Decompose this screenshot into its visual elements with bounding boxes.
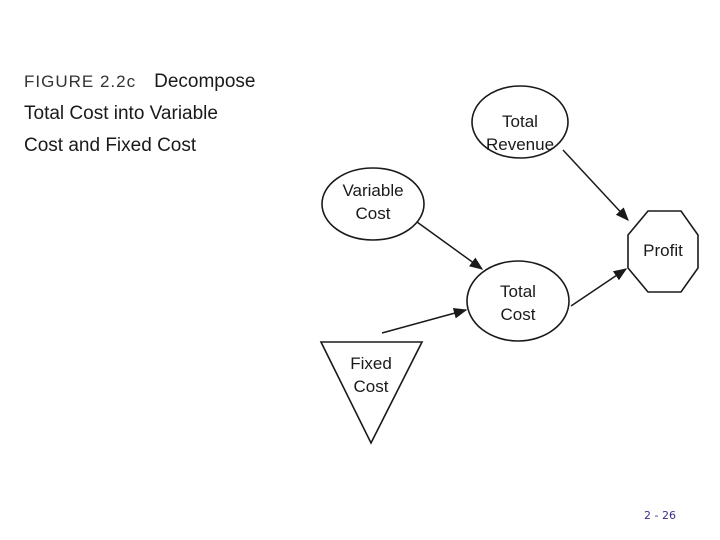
figure-title-part-3: Cost and Fixed Cost	[24, 135, 197, 156]
total-cost-label-1: Total	[500, 282, 536, 301]
total-revenue-label-1: Total	[502, 112, 538, 131]
page-number: 2 - 26	[644, 509, 676, 522]
node-profit: Profit	[627, 210, 699, 293]
fixed-cost-label-2: Cost	[354, 377, 389, 396]
arrow-fixed-cost-to-total-cost	[381, 308, 468, 334]
variable-cost-label-2: Cost	[356, 204, 391, 223]
arrow-variable-cost-to-total-cost	[416, 221, 484, 270]
node-total-revenue: Total Revenue	[471, 85, 569, 159]
caption-line-1: FIGURE 2.2c Decompose	[24, 66, 324, 98]
node-total-cost: Total Cost	[466, 260, 570, 342]
arrow-total-revenue-to-profit	[562, 149, 629, 221]
variable-cost-label-1: Variable	[342, 181, 403, 200]
total-revenue-label-2: Revenue	[486, 135, 554, 154]
fixed-cost-label-1: Fixed	[350, 354, 392, 373]
node-fixed-cost: Fixed Cost	[319, 341, 424, 445]
total-cost-label-2: Cost	[501, 305, 536, 324]
arrow-total-cost-to-profit	[570, 268, 628, 307]
figure-title-part-2: Total Cost into Variable	[24, 103, 218, 124]
figure-caption: FIGURE 2.2c Decompose Total Cost into Var…	[24, 66, 324, 162]
figure-label: FIGURE 2.2c	[24, 72, 137, 91]
node-variable-cost: Variable Cost	[321, 167, 425, 241]
figure-title-part-1: Decompose	[154, 71, 256, 92]
profit-label: Profit	[643, 241, 683, 260]
